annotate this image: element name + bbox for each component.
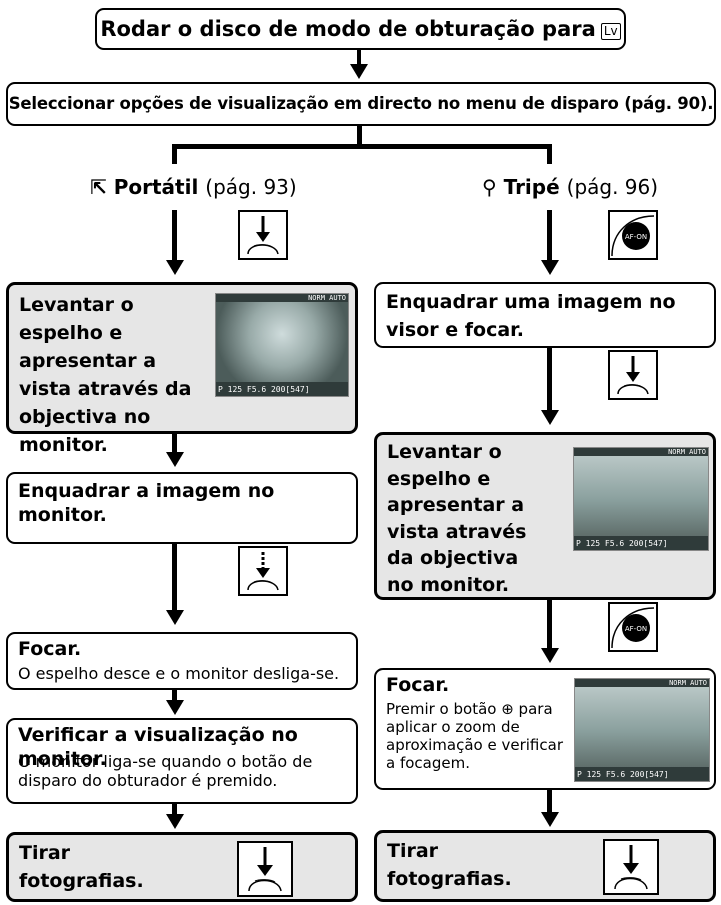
branch-vertical — [357, 126, 362, 146]
step-rotate-dial: Rodar o disco de modo de obturação para … — [95, 8, 626, 73]
left-arrow-5 — [172, 804, 177, 818]
branch-horizontal — [172, 144, 552, 149]
left-box-check: Verificar a visualização no monitor. O m… — [6, 718, 358, 804]
monitor-preview-2: NORM AUTO P 125 F5.6 200[547] — [573, 447, 709, 551]
left-box-check-text: O monitor liga-se quando o botão de disp… — [18, 752, 313, 791]
right-arrow-3 — [547, 600, 552, 650]
right-box-focus-zoom: Focar. Premir o botão ⊕ para aplicar o z… — [374, 668, 716, 790]
left-box-raise-mirror: Levantar o espelho e apresentar a vista … — [6, 282, 358, 456]
left-box-frame-text: Enquadrar a imagem no monitor. — [18, 480, 275, 526]
right-arrow-2 — [547, 348, 552, 412]
shutter-full-press-icon-2 — [603, 839, 659, 895]
right-box-raise-mirror-text: Levantar o espelho e apresentar a vista … — [387, 441, 527, 596]
shutter-half-press-icon-3 — [608, 350, 658, 400]
monitor-preview-1: NORM AUTO P 125 F5.6 200[547] — [215, 293, 349, 397]
tripod-label: Tripé — [503, 175, 560, 199]
left-box-focus-title: Focar. — [18, 638, 82, 660]
heading-tripod: ⚲ Tripé (pág. 96) — [482, 175, 658, 199]
step-select-options-text: Seleccionar opções de visualização em di… — [8, 94, 714, 113]
svg-text:AF-ON: AF-ON — [625, 233, 647, 241]
right-arrow-1 — [547, 210, 552, 262]
left-box-focus: Focar. O espelho desce e o monitor desli… — [6, 632, 358, 690]
right-box-shoot: Tirar fotografias. — [374, 830, 716, 902]
left-arrow-4 — [172, 690, 177, 704]
left-box-shoot-text: Tirar fotografias. — [19, 842, 144, 892]
preview-1-hud-bottom: P 125 F5.6 200[547] — [218, 385, 310, 394]
left-arrow-1-head — [166, 260, 184, 275]
right-box-raise-mirror: Levantar o espelho e apresentar a vista … — [374, 432, 716, 600]
shutter-half-press-icon — [238, 210, 288, 260]
left-arrow-5-head — [166, 814, 184, 829]
left-box-focus-text: O espelho desce e o monitor desliga-se. — [18, 664, 340, 683]
af-on-button-icon: AF-ON — [608, 210, 658, 260]
left-arrow-1 — [172, 210, 177, 262]
left-arrow-3-head — [166, 610, 184, 625]
right-arrow-4 — [547, 790, 552, 814]
handheld-page: (pág. 93) — [205, 175, 297, 199]
right-box-focus-zoom-title: Focar. — [386, 674, 450, 696]
arrow-1 — [357, 50, 361, 66]
arrow-1-head — [350, 64, 368, 79]
left-box-frame: Enquadrar a imagem no monitor. — [6, 472, 358, 544]
handheld-icon: ⇱ — [90, 175, 107, 199]
preview-2-hud-top: NORM AUTO — [668, 448, 706, 456]
left-arrow-4-head — [166, 700, 184, 715]
branch-left-drop — [172, 144, 177, 164]
left-arrow-3 — [172, 544, 177, 612]
preview-3-hud-top: NORM AUTO — [669, 679, 707, 687]
left-box-raise-mirror-text: Levantar o espelho e apresentar a vista … — [19, 294, 192, 456]
right-box-focus-zoom-text: Premir o botão ⊕ para aplicar o zoom de … — [386, 700, 563, 772]
step-rotate-dial-text: Rodar o disco de modo de obturação para — [100, 17, 596, 41]
monitor-preview-3: NORM AUTO P 125 F5.6 200[547] — [574, 678, 710, 782]
left-arrow-2 — [172, 434, 177, 454]
tripod-icon: ⚲ — [482, 175, 497, 199]
handheld-label: Portátil — [113, 175, 199, 199]
branch-right-drop — [547, 144, 552, 164]
shutter-full-press-icon — [237, 841, 293, 897]
tripod-page: (pág. 96) — [566, 175, 659, 199]
af-on-button-icon-2: AF-ON — [608, 602, 658, 652]
svg-text:AF-ON: AF-ON — [625, 625, 647, 633]
shutter-half-press-icon-2 — [238, 546, 288, 596]
left-box-shoot: Tirar fotografias. — [6, 832, 358, 902]
preview-2-hud-bottom: P 125 F5.6 200[547] — [576, 539, 668, 548]
heading-handheld: ⇱ Portátil (pág. 93) — [90, 175, 297, 199]
preview-3-hud-bottom: P 125 F5.6 200[547] — [577, 770, 669, 779]
right-arrow-3-head — [541, 648, 559, 663]
right-box-frame-viewfinder-text: Enquadrar uma imagem no visor e focar. — [386, 291, 676, 341]
lv-icon: Lv — [600, 23, 621, 40]
left-box-check-title: Verificar a visualização no monitor. — [18, 724, 298, 770]
right-box-shoot-text: Tirar fotografias. — [387, 840, 512, 890]
right-arrow-4-head — [541, 812, 559, 827]
left-arrow-2-head — [166, 452, 184, 467]
right-box-frame-viewfinder: Enquadrar uma imagem no visor e focar. — [374, 282, 716, 348]
right-arrow-1-head — [541, 260, 559, 275]
step-select-options: Seleccionar opções de visualização em di… — [6, 82, 716, 126]
preview-1-hud-top: NORM AUTO — [308, 294, 346, 302]
right-arrow-2-head — [541, 410, 559, 425]
